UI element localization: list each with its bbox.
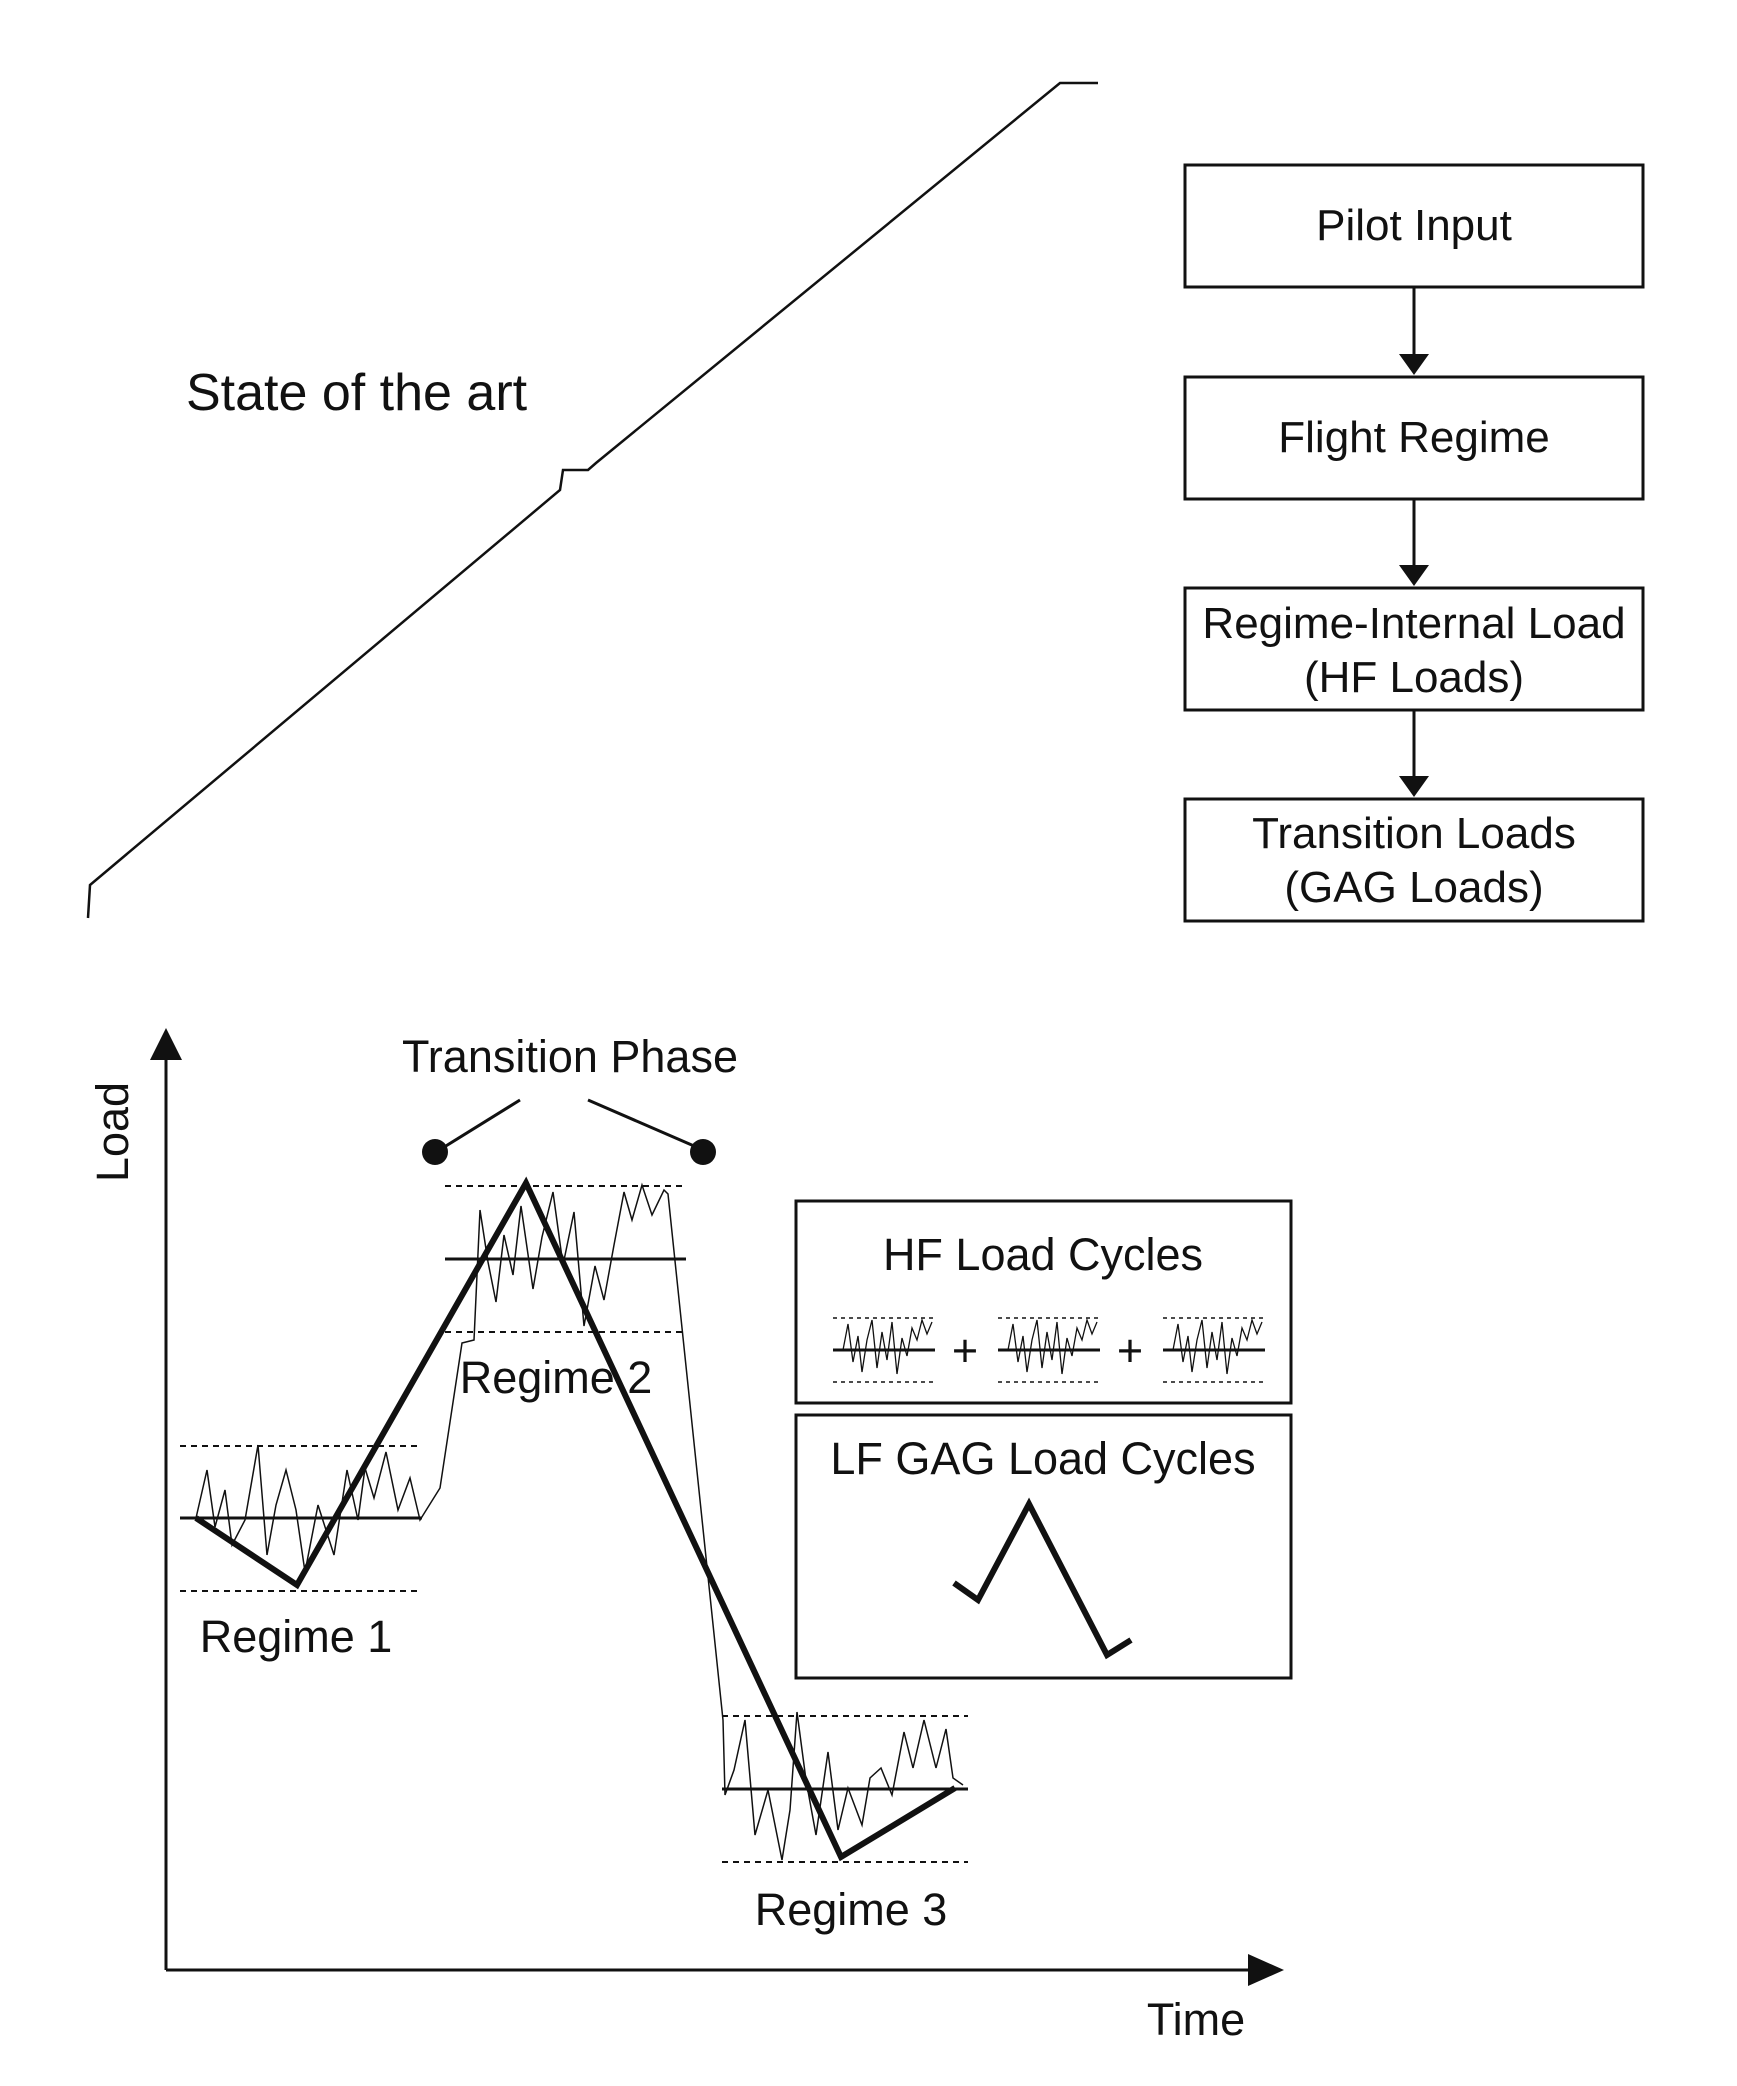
lf-gag-load-cycles-title: LF GAG Load Cycles	[830, 1433, 1255, 1484]
transition-start-dot	[422, 1139, 448, 1165]
x-axis-arrowhead	[1248, 1954, 1284, 1986]
regime-1-label: Regime 1	[200, 1611, 393, 1662]
flow-step-flight-regime: Flight Regime	[1185, 377, 1643, 499]
flow-step-label: Pilot Input	[1316, 201, 1512, 250]
flow-arrowhead-3	[1399, 776, 1429, 797]
flow-step-label-line-2: (HF Loads)	[1304, 653, 1524, 702]
flow-step-regime-internal-load: Regime-Internal Load (HF Loads)	[1185, 588, 1643, 710]
regime-1-band: Regime 1	[180, 1446, 422, 1662]
flow-step-label-line-1: Transition Loads	[1252, 809, 1576, 858]
flow-step-transition-loads: Transition Loads (GAG Loads)	[1185, 799, 1643, 921]
header-section: State of the art	[88, 83, 1098, 918]
regime-3-label: Regime 3	[755, 1884, 948, 1935]
plus-sign-2: +	[1117, 1325, 1143, 1376]
transition-end-dot	[690, 1139, 716, 1165]
diagonal-divider-line	[88, 83, 1098, 918]
flow-step-label: Flight Regime	[1278, 413, 1549, 462]
transition-phase-label: Transition Phase	[402, 1031, 738, 1082]
y-axis-arrowhead	[150, 1028, 182, 1060]
flow-arrowhead-2	[1399, 565, 1429, 586]
flow-arrowhead-1	[1399, 354, 1429, 375]
plus-sign-1: +	[952, 1325, 978, 1376]
flow-step-label-line-1: Regime-Internal Load	[1202, 599, 1625, 648]
flowchart: Pilot Input Flight Regime Regime-Interna…	[1185, 165, 1643, 921]
page-title: State of the art	[186, 364, 528, 422]
flow-step-pilot-input: Pilot Input	[1185, 165, 1643, 287]
flow-step-label-line-2: (GAG Loads)	[1284, 863, 1543, 912]
transition-pointer-left	[441, 1100, 520, 1149]
hf-load-cycles-legend: HF Load Cycles + +	[796, 1201, 1291, 1403]
hf-load-cycles-title: HF Load Cycles	[883, 1229, 1203, 1280]
y-axis-label: Load	[87, 1082, 138, 1182]
transition-pointer-right	[588, 1100, 701, 1149]
lf-gag-load-cycles-legend: LF GAG Load Cycles	[796, 1415, 1291, 1678]
x-axis-label: Time	[1147, 1994, 1245, 2045]
